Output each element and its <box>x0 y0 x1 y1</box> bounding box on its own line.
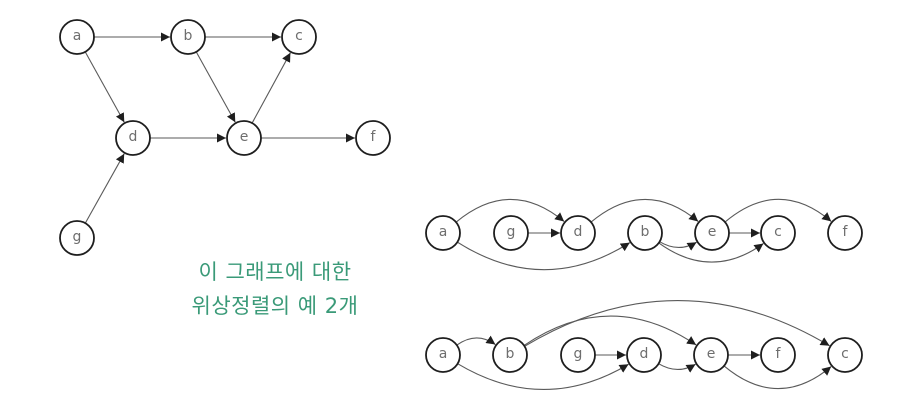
node-circle <box>760 337 796 373</box>
edge-a-d <box>84 51 125 123</box>
node-circle <box>226 120 262 156</box>
node-label: d <box>574 224 583 240</box>
edge-a-b <box>457 241 631 271</box>
node-circle <box>355 120 391 156</box>
node-label: d <box>640 346 649 362</box>
node-f: f <box>760 337 796 373</box>
node-b: b <box>170 19 206 55</box>
node-circle <box>115 120 151 156</box>
node-d: d <box>560 215 596 251</box>
edge-d-e <box>590 198 699 223</box>
node-circle <box>827 215 863 251</box>
node-label: g <box>73 229 82 245</box>
node-label: g <box>507 224 516 240</box>
node-circle <box>694 215 730 251</box>
edge-e-f <box>724 198 832 223</box>
edge-d-e <box>658 363 696 373</box>
node-d: d <box>115 120 151 156</box>
node-label: a <box>439 224 448 240</box>
node-label: e <box>240 129 249 145</box>
node-circle <box>693 337 729 373</box>
edge-e-c <box>251 52 291 124</box>
node-label: b <box>184 28 193 44</box>
node-label: c <box>295 28 303 44</box>
edge-b-c <box>658 242 764 263</box>
node-label: c <box>774 224 782 240</box>
edge-a-b <box>456 335 496 346</box>
node-c: c <box>760 215 796 251</box>
node-b: b <box>492 337 528 373</box>
node-label: e <box>707 346 716 362</box>
node-circle <box>492 337 528 373</box>
node-circle <box>493 215 529 251</box>
node-b: b <box>627 215 663 251</box>
node-circle <box>425 215 461 251</box>
node-e: e <box>693 337 729 373</box>
caption-line-2: 위상정렬의 예 2개 <box>191 294 359 318</box>
node-label: f <box>776 346 782 362</box>
edge-a-d <box>455 198 565 223</box>
edge-b-e <box>195 51 236 123</box>
node-a: a <box>425 215 461 251</box>
node-label: f <box>843 224 849 240</box>
node-circle <box>560 215 596 251</box>
node-e: e <box>226 120 262 156</box>
node-label: a <box>73 28 82 44</box>
node-f: f <box>355 120 391 156</box>
node-circle <box>760 215 796 251</box>
node-a: a <box>59 19 95 55</box>
node-circle <box>627 215 663 251</box>
node-f: f <box>827 215 863 251</box>
node-c: c <box>281 19 317 55</box>
node-label: g <box>574 346 583 362</box>
node-circle <box>827 337 863 373</box>
node-circle <box>626 337 662 373</box>
node-circle <box>425 337 461 373</box>
node-label: f <box>371 129 377 145</box>
node-e: e <box>694 215 730 251</box>
edge-e-c <box>723 365 832 390</box>
original-dag: a b c d e f g <box>59 19 391 256</box>
node-circle <box>170 19 206 55</box>
node-label: d <box>129 129 138 145</box>
node-circle <box>59 19 95 55</box>
node-label: a <box>439 346 448 362</box>
node-label: b <box>641 224 650 240</box>
edge-b-c <box>524 300 830 347</box>
edge-a-d <box>457 363 629 391</box>
node-a: a <box>425 337 461 373</box>
node-circle <box>59 220 95 256</box>
edge-b-e <box>659 241 697 251</box>
node-label: b <box>506 346 515 362</box>
edge-b-e <box>523 315 697 346</box>
node-g: g <box>59 220 95 256</box>
node-label: e <box>708 224 717 240</box>
node-c: c <box>827 337 863 373</box>
node-g: g <box>560 337 596 373</box>
caption-line-1: 이 그래프에 대한 <box>198 260 352 284</box>
node-g: g <box>493 215 529 251</box>
node-circle <box>560 337 596 373</box>
node-d: d <box>626 337 662 373</box>
node-label: c <box>841 346 849 362</box>
edge-g-d <box>84 153 125 224</box>
node-circle <box>281 19 317 55</box>
